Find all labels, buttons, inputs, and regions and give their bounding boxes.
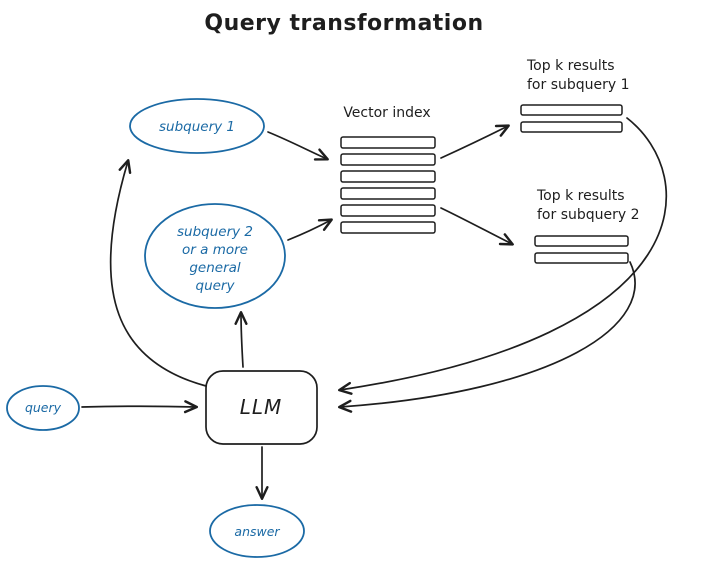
llm-label: LLM	[240, 395, 283, 419]
answer-ellipse	[209, 504, 305, 558]
vector-index-bar	[340, 221, 436, 234]
vector-index-node: Vector index	[340, 105, 436, 234]
vector-index-bar	[340, 170, 436, 183]
arrow-llm-to-subquery1	[109, 159, 207, 387]
topk2-label-line1: Top k results	[536, 188, 625, 204]
query-label: query	[25, 400, 62, 415]
arrow-topk1-to-llm	[338, 117, 668, 395]
subquery1-ellipse	[129, 98, 265, 154]
answer-node: answer	[209, 504, 305, 558]
query-node: query	[6, 385, 80, 431]
arrow-topk2-to-llm	[338, 261, 636, 413]
arrow-vector-index-to-topk2	[440, 207, 514, 246]
diagram-title: Query transformation	[204, 11, 483, 36]
subquery1-node: subquery 1	[129, 98, 265, 154]
query-ellipse	[6, 385, 80, 431]
topk1-bar	[520, 104, 623, 116]
topk1-label-line2: for subquery 1	[527, 77, 630, 93]
arrow-subquery2-to-vector-index	[287, 218, 333, 241]
subquery2-ellipse	[144, 203, 286, 309]
vector-index-bar	[340, 136, 436, 149]
answer-label: answer	[234, 524, 280, 539]
vector-index-label: Vector index	[343, 105, 430, 121]
topk2-label-line2: for subquery 2	[537, 207, 640, 223]
arrow-subquery1-to-vector-index	[267, 131, 329, 161]
arrow-vector-index-to-topk1	[440, 124, 510, 159]
subquery2-node: subquery 2 or a more general query	[144, 203, 286, 309]
topk2-bar	[534, 252, 629, 264]
vector-index-bar	[340, 204, 436, 217]
vector-index-bar	[340, 153, 436, 166]
subquery2-label-line4: query	[196, 278, 236, 294]
topk2-bar	[534, 235, 629, 247]
topk1-label-line1: Top k results	[526, 58, 615, 74]
subquery1-label: subquery 1	[159, 119, 235, 135]
vector-index-bar	[340, 187, 436, 200]
llm-node: LLM	[205, 370, 318, 445]
subquery2-label-line3: general	[189, 260, 241, 276]
arrow-llm-to-subquery2	[234, 311, 248, 368]
subquery2-label-line1: subquery 2	[177, 224, 253, 240]
arrow-query-to-llm	[81, 400, 198, 414]
llm-box	[205, 370, 318, 445]
topk2-node: Top k results for subquery 2	[534, 188, 640, 264]
topk1-node: Top k results for subquery 1	[520, 58, 630, 133]
topk1-bar	[520, 121, 623, 133]
subquery2-label-line2: or a more	[182, 242, 248, 258]
